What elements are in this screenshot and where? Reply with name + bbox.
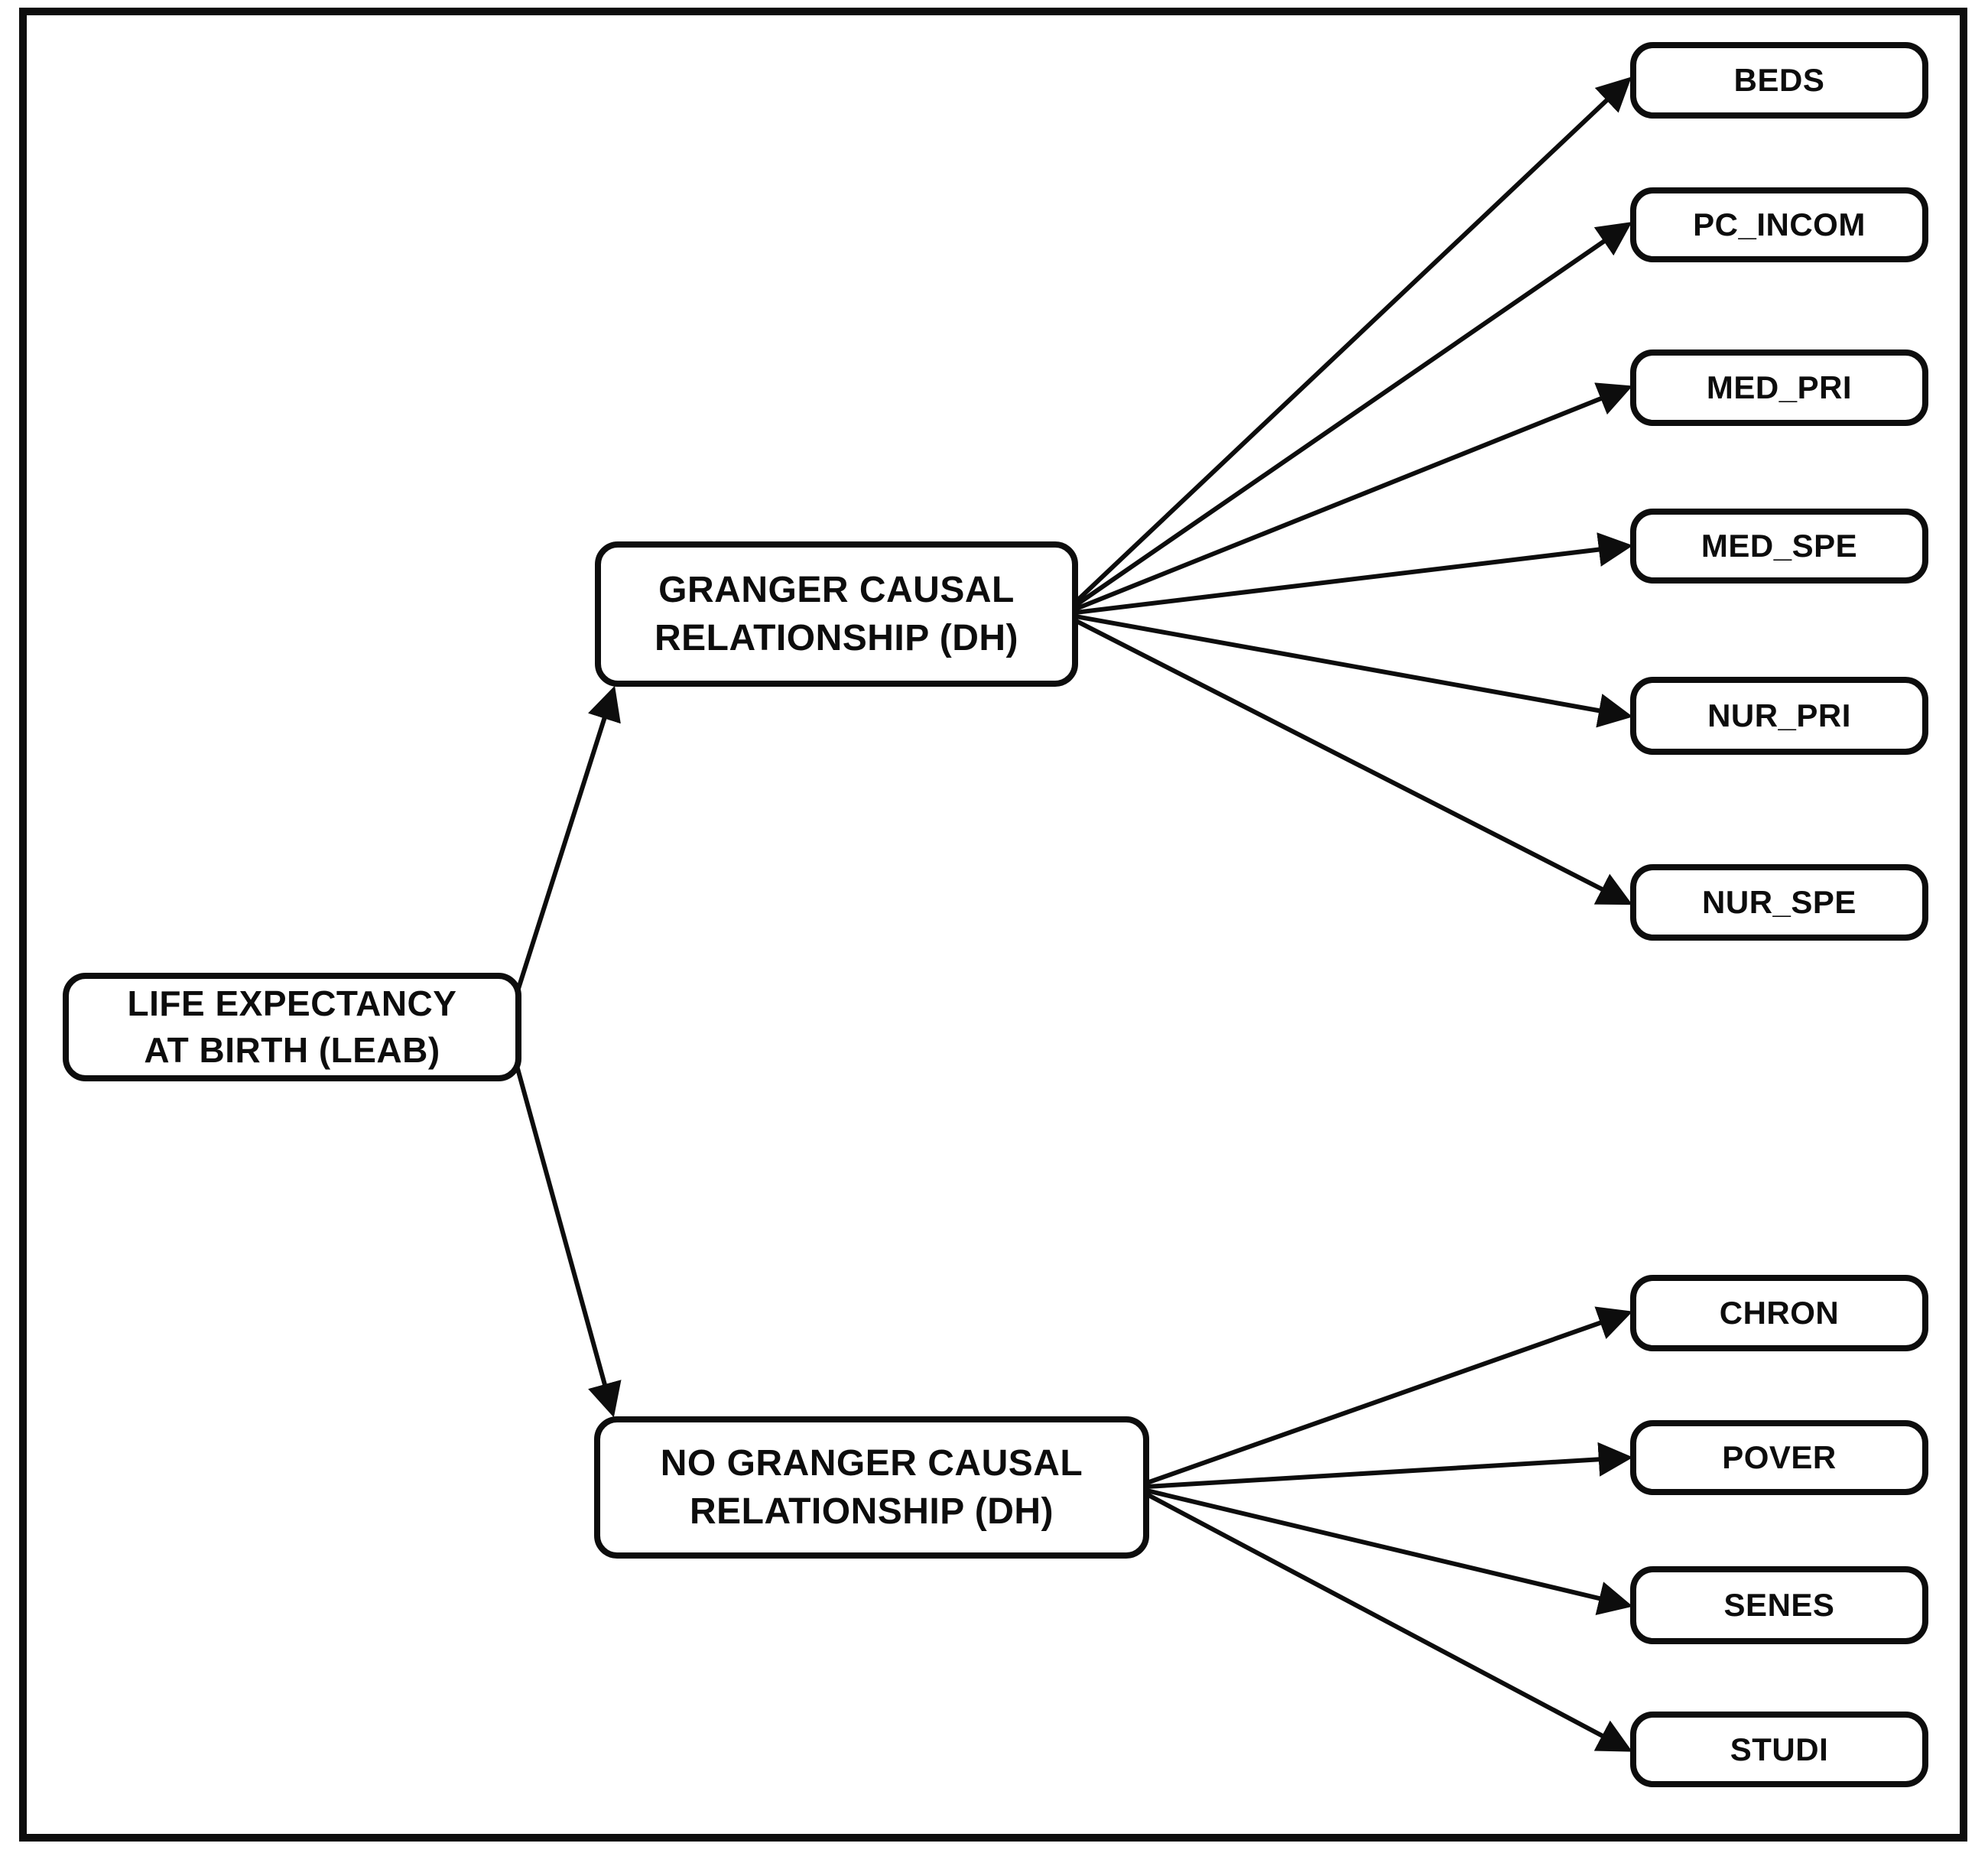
- edge-granger-med_pri: [1061, 382, 1633, 616]
- node-no-granger-causal-relationship: NO GRANGER CAUSAL RELATIONSHIP (DH): [594, 1416, 1149, 1559]
- node-label: BEDS: [1733, 62, 1825, 99]
- node-chron: CHRON: [1630, 1275, 1928, 1351]
- node-label-line: AT BIRTH (LEAB): [144, 1030, 440, 1070]
- edge-no_granger-pover: [1133, 1442, 1633, 1490]
- edge-granger-med_spe: [1062, 532, 1633, 616]
- node-nur-spe: NUR_SPE: [1630, 864, 1928, 941]
- edge-leab-granger: [504, 685, 621, 1028]
- node-label-line: LIFE EXPECTANCY: [127, 983, 457, 1024]
- edge-granger-beds: [1061, 76, 1632, 616]
- node-pover: POVER: [1630, 1420, 1928, 1495]
- node-label-line: RELATIONSHIP (DH): [689, 1491, 1054, 1532]
- edge-granger-nur_pri: [1062, 612, 1633, 728]
- node-label-line: NO GRANGER CAUSAL: [660, 1442, 1083, 1484]
- node-senes: SENES: [1630, 1566, 1928, 1644]
- node-label: NUR_PRI: [1707, 697, 1851, 734]
- node-studi: STUDI: [1630, 1712, 1928, 1787]
- node-label: NUR_SPE: [1702, 884, 1856, 921]
- node-label-line: RELATIONSHIP (DH): [654, 618, 1019, 658]
- edge-no_granger-studi: [1132, 1485, 1632, 1752]
- node-nur-pri: NUR_PRI: [1630, 677, 1928, 755]
- node-label: CHRON: [1719, 1295, 1840, 1331]
- node-label-line: GRANGER CAUSAL: [658, 569, 1015, 610]
- node-pc-incom: PC_INCOM: [1630, 187, 1928, 262]
- edge-leab-no_granger: [504, 1026, 622, 1418]
- node-label: STUDI: [1730, 1731, 1829, 1767]
- node-med-pri: MED_PRI: [1630, 349, 1928, 426]
- node-granger-causal-relationship: GRANGER CAUSAL RELATIONSHIP (DH): [595, 541, 1078, 687]
- edge-granger-pc_incom: [1061, 222, 1632, 616]
- node-beds: BEDS: [1630, 42, 1928, 119]
- edge-no_granger-senes: [1133, 1485, 1633, 1616]
- node-med-spe: MED_SPE: [1630, 509, 1928, 584]
- node-label: POVER: [1722, 1439, 1837, 1476]
- edge-no_granger-chron: [1133, 1306, 1633, 1490]
- node-life-expectancy-at-birth: LIFE EXPECTANCY AT BIRTH (LEAB): [63, 973, 521, 1081]
- node-label: MED_PRI: [1706, 369, 1853, 406]
- edge-group: [504, 76, 1633, 1752]
- node-label: SENES: [1723, 1587, 1835, 1624]
- edge-granger-nur_spe: [1061, 612, 1633, 905]
- node-label: PC_INCOM: [1693, 206, 1866, 243]
- node-label: MED_SPE: [1701, 528, 1858, 564]
